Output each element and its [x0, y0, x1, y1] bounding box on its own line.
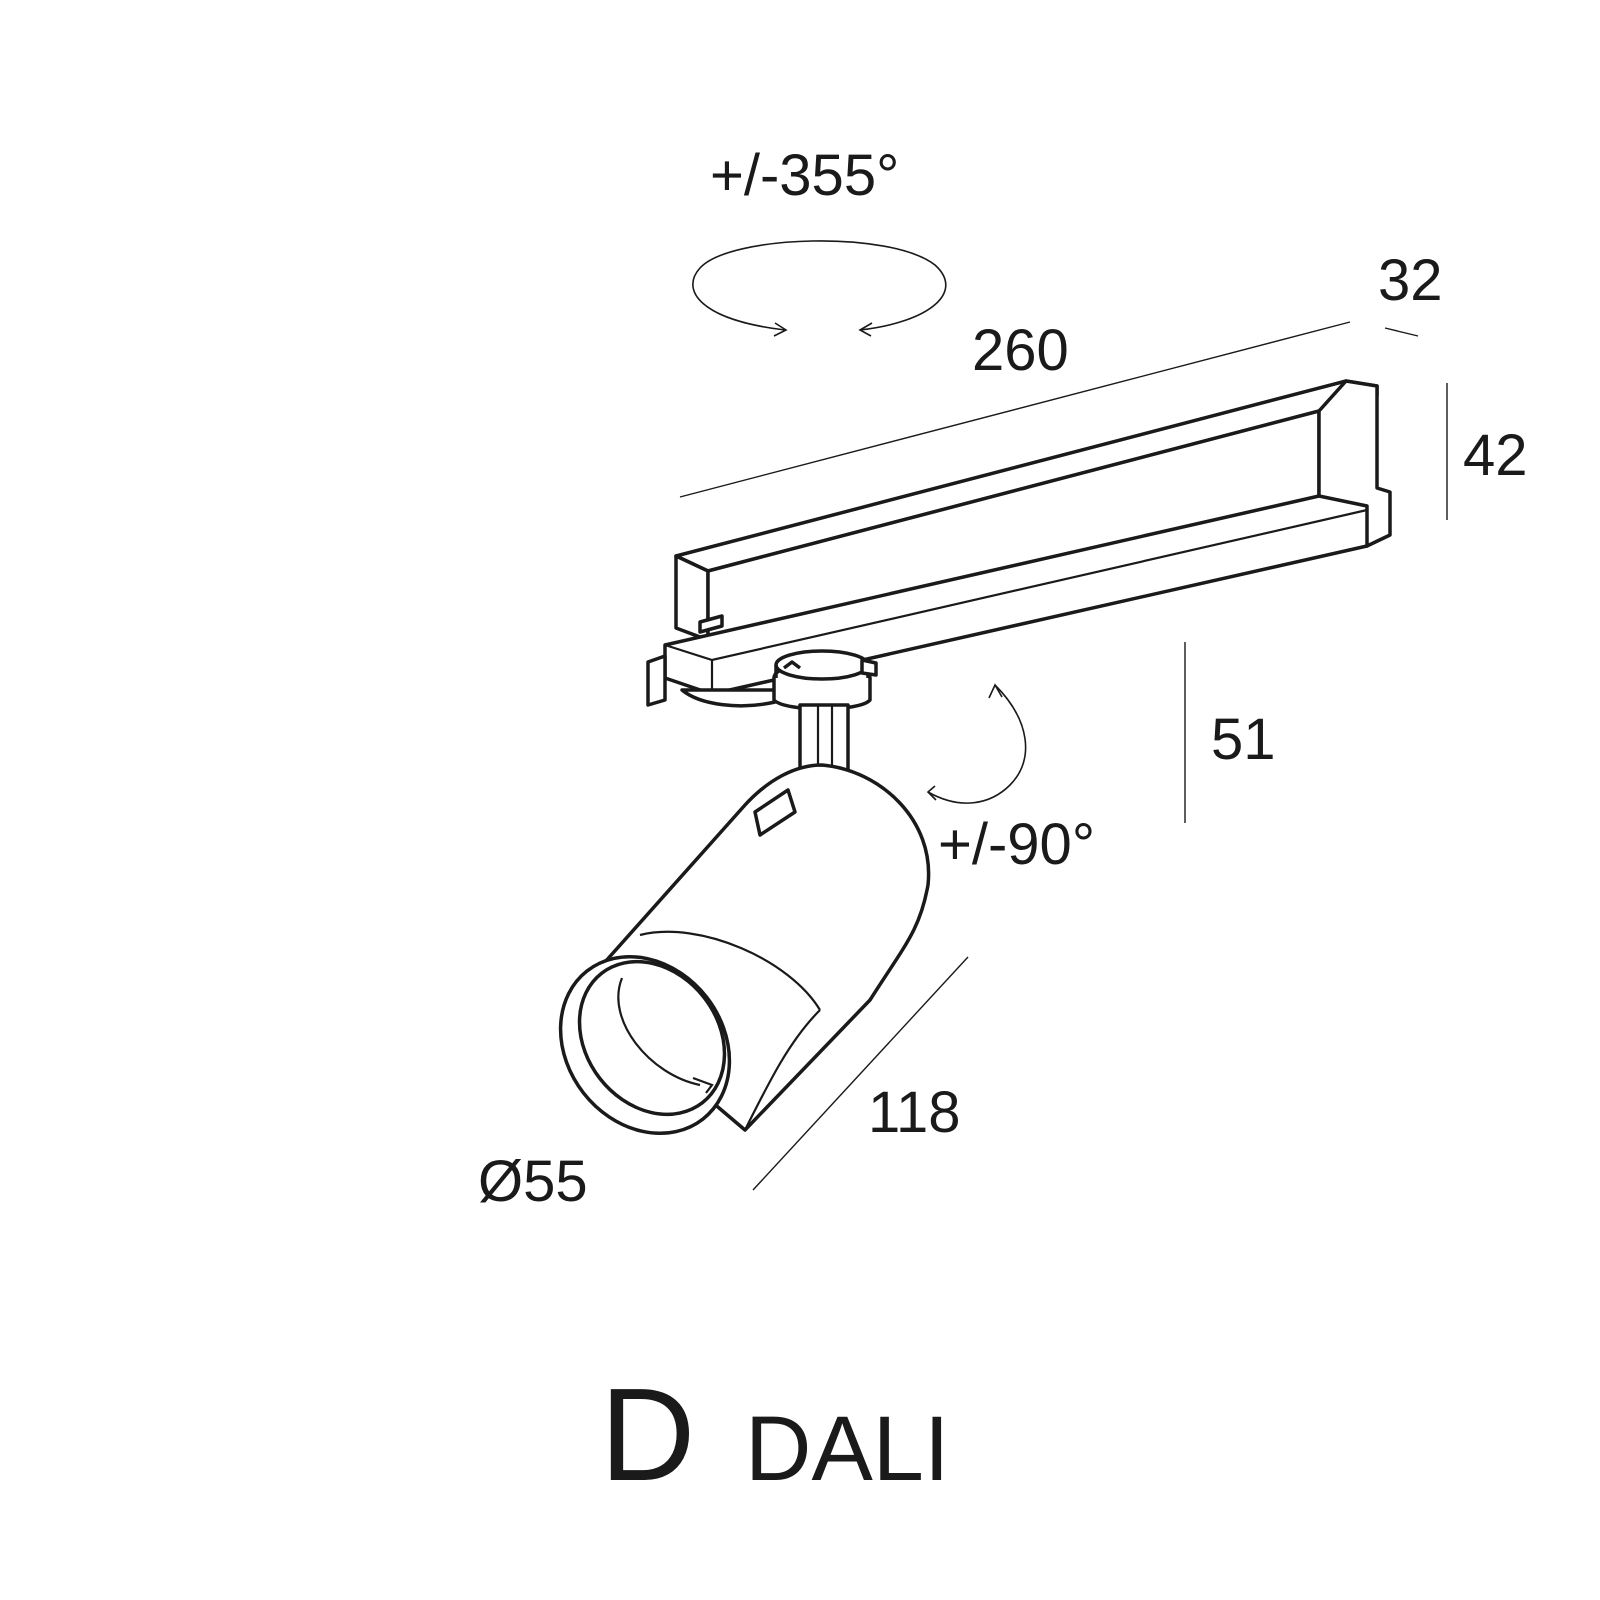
track-height-label: 42 [1463, 423, 1528, 488]
dimension-lines [679, 321, 1448, 1191]
body-length-label: 118 [868, 1080, 960, 1145]
drop-height-label: 51 [1211, 707, 1276, 772]
rotation-horizontal-label: +/-355° [710, 143, 899, 208]
rotating-collar [772, 649, 878, 711]
rotation-355-indicator [692, 240, 947, 337]
track-length-label: 260 [972, 318, 1069, 383]
tilt-90-indicator [926, 683, 1027, 804]
product-variant-title: DALI [745, 1398, 950, 1500]
stem [798, 703, 850, 777]
track-width-label: 32 [1378, 248, 1443, 313]
track-adapter [646, 379, 1392, 708]
diameter-label: Ø55 [478, 1149, 588, 1214]
spotlight-body [558, 763, 931, 1136]
tilt-label: +/-90° [938, 812, 1095, 877]
product-model-title: D [600, 1361, 695, 1508]
